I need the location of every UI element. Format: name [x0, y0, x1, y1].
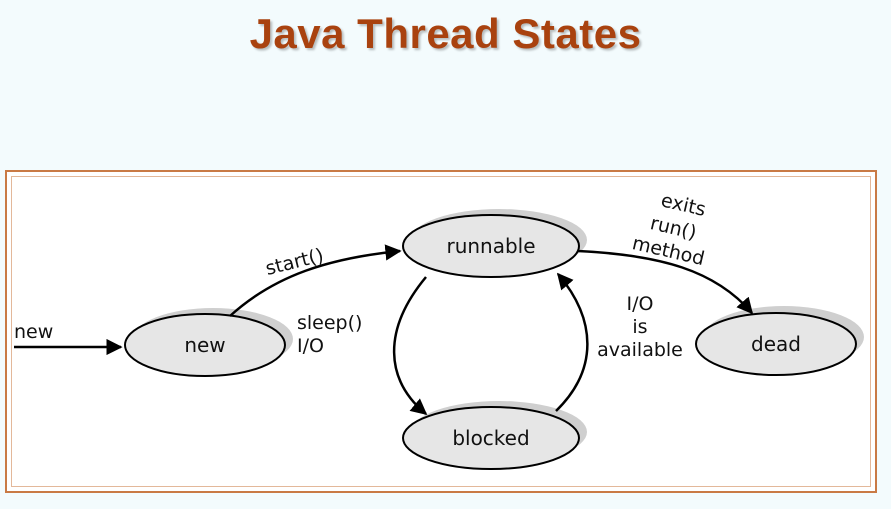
state-new-label: new [184, 333, 225, 357]
state-dead-label: dead [751, 332, 801, 356]
sleep-arrow [392, 276, 428, 416]
state-new-ellipse [124, 313, 286, 377]
io-label-line3: available [597, 339, 683, 361]
sleep-label-line1: sleep() [297, 312, 362, 334]
slide-title: Java Thread States [249, 10, 642, 57]
state-dead: dead [695, 306, 864, 376]
sleep-label-line2: I/O [297, 335, 324, 357]
state-blocked: blocked [402, 401, 587, 470]
state-blocked-label: blocked [452, 426, 529, 450]
state-blocked-ellipse [402, 406, 580, 470]
state-dead-ellipse [695, 312, 857, 376]
state-runnable-label: runnable [446, 234, 535, 258]
io-label-line1: I/O [627, 293, 654, 315]
state-runnable-ellipse [402, 214, 580, 278]
exit-arrow [577, 249, 754, 315]
state-runnable: runnable [402, 209, 587, 278]
state-new: new [124, 308, 293, 377]
diagram-inner-border [11, 176, 871, 487]
entry-label: new [14, 321, 53, 343]
io-available-arrow [555, 272, 589, 412]
start-arrow [229, 244, 402, 317]
io-label-line2: is [632, 316, 647, 338]
